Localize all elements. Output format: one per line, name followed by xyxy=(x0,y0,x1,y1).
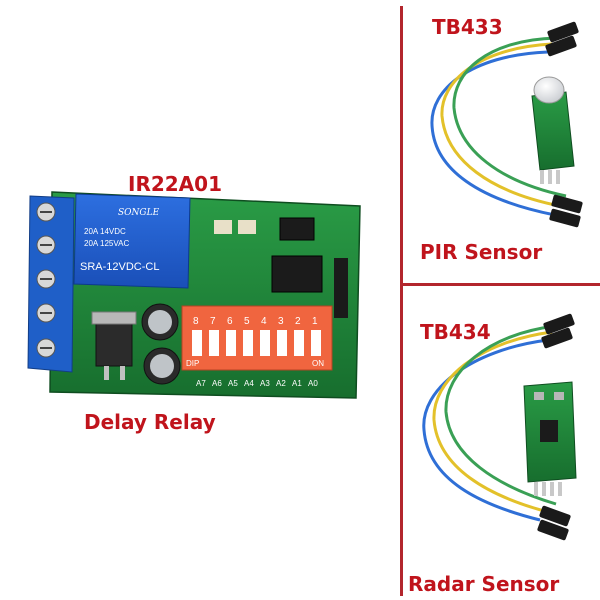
pir-caption-label: PIR Sensor xyxy=(420,240,543,264)
relay-component: SONGLE 20A 14VDC 20A 125VAC SRA-12VDC-CL xyxy=(73,193,191,289)
delay-relay-board: SONGLE 20A 14VDC 20A 125VAC SRA-12VDC-CL xyxy=(27,191,361,399)
pir-sensor xyxy=(430,21,583,228)
relay-model: SRA-12VDC-CL xyxy=(80,261,159,273)
svg-text:A4: A4 xyxy=(244,379,254,388)
pir-dome xyxy=(533,76,565,104)
dip-label: DIP xyxy=(186,359,199,368)
svg-text:4: 4 xyxy=(261,316,267,327)
header-pins xyxy=(334,258,348,318)
pir-model-label: TB433 xyxy=(432,15,503,39)
svg-text:A7: A7 xyxy=(196,379,206,388)
svg-text:A0: A0 xyxy=(308,379,318,388)
svg-text:5: 5 xyxy=(244,316,250,327)
svg-text:A6: A6 xyxy=(212,379,222,388)
address-labels: A7 A6 A5 A4 A3 A2 A1 A0 xyxy=(196,379,318,388)
main-module-label: IR22A01 xyxy=(128,172,222,196)
svg-text:1: 1 xyxy=(312,316,318,327)
horizontal-divider xyxy=(403,283,600,286)
svg-text:8: 8 xyxy=(193,316,199,327)
dip-numbers: 8 7 6 5 4 3 2 1 xyxy=(193,316,318,327)
on-label: ON xyxy=(312,359,324,368)
svg-text:2: 2 xyxy=(295,316,301,327)
main-caption-label: Delay Relay xyxy=(84,410,216,434)
radar-sensor xyxy=(422,313,577,541)
radar-caption-label: Radar Sensor xyxy=(408,572,560,596)
relay-brand: SONGLE xyxy=(118,208,160,218)
svg-text:3: 3 xyxy=(278,316,284,327)
svg-text:A5: A5 xyxy=(228,379,238,388)
relay-spec-line-1: 20A 14VDC xyxy=(84,227,126,236)
voltage-regulator xyxy=(91,311,137,380)
vertical-divider xyxy=(400,6,403,596)
terminal-block xyxy=(27,195,75,373)
svg-text:A1: A1 xyxy=(292,379,302,388)
optocoupler xyxy=(279,217,315,241)
radar-chip xyxy=(540,420,558,442)
pir-pcb xyxy=(531,91,575,171)
dip-switch: 8 7 6 5 4 3 2 1 DIP ON xyxy=(181,305,333,371)
svg-text:A2: A2 xyxy=(276,379,286,388)
svg-text:6: 6 xyxy=(227,316,233,327)
svg-text:A3: A3 xyxy=(260,379,270,388)
svg-text:7: 7 xyxy=(210,316,216,327)
relay-spec-line-2: 20A 125VAC xyxy=(84,239,129,248)
ic-chip xyxy=(271,255,323,293)
dip-toggles xyxy=(192,330,321,356)
capacitors xyxy=(141,303,181,385)
radar-model-label: TB434 xyxy=(420,320,491,344)
